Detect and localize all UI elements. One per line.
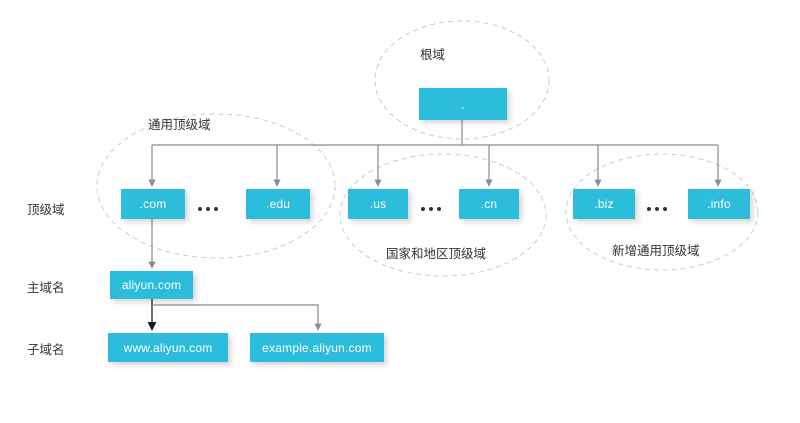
row-label-tld: 顶级域 xyxy=(27,203,65,217)
row-label-sub-domain: 子域名 xyxy=(27,343,65,357)
node-sub-domain-example-aliyun-com[interactable]: example.aliyun.com xyxy=(250,333,384,362)
root-group-ellipse xyxy=(374,20,550,140)
node-sub-domain-www-aliyun-com[interactable]: www.aliyun.com xyxy=(108,333,228,362)
new-generic-tld-ellipsis-icon xyxy=(647,207,667,211)
node-tld-us[interactable]: .us xyxy=(348,189,408,219)
node-tld-edu[interactable]: .edu xyxy=(246,189,310,219)
node-main-domain-aliyun-com[interactable]: aliyun.com xyxy=(110,271,193,299)
node-root[interactable]: . xyxy=(419,88,507,120)
group-label-new-generic-tld: 新增通用顶级域 xyxy=(612,244,700,258)
generic-tld-group-ellipse xyxy=(96,113,336,259)
node-tld-biz[interactable]: .biz xyxy=(573,189,635,219)
generic-tld-ellipsis-icon xyxy=(198,207,218,211)
row-label-main-domain: 主域名 xyxy=(27,281,65,295)
node-tld-info[interactable]: .info xyxy=(688,189,750,219)
group-label-root: 根域 xyxy=(420,48,446,62)
node-tld-com[interactable]: .com xyxy=(121,189,185,219)
connector-aliyun-to-example xyxy=(152,304,322,331)
group-label-generic-tld: 通用顶级域 xyxy=(148,118,211,132)
group-label-country-tld: 国家和地区顶级域 xyxy=(386,247,487,261)
country-tld-ellipsis-icon xyxy=(421,207,441,211)
node-tld-cn[interactable]: .cn xyxy=(459,189,519,219)
